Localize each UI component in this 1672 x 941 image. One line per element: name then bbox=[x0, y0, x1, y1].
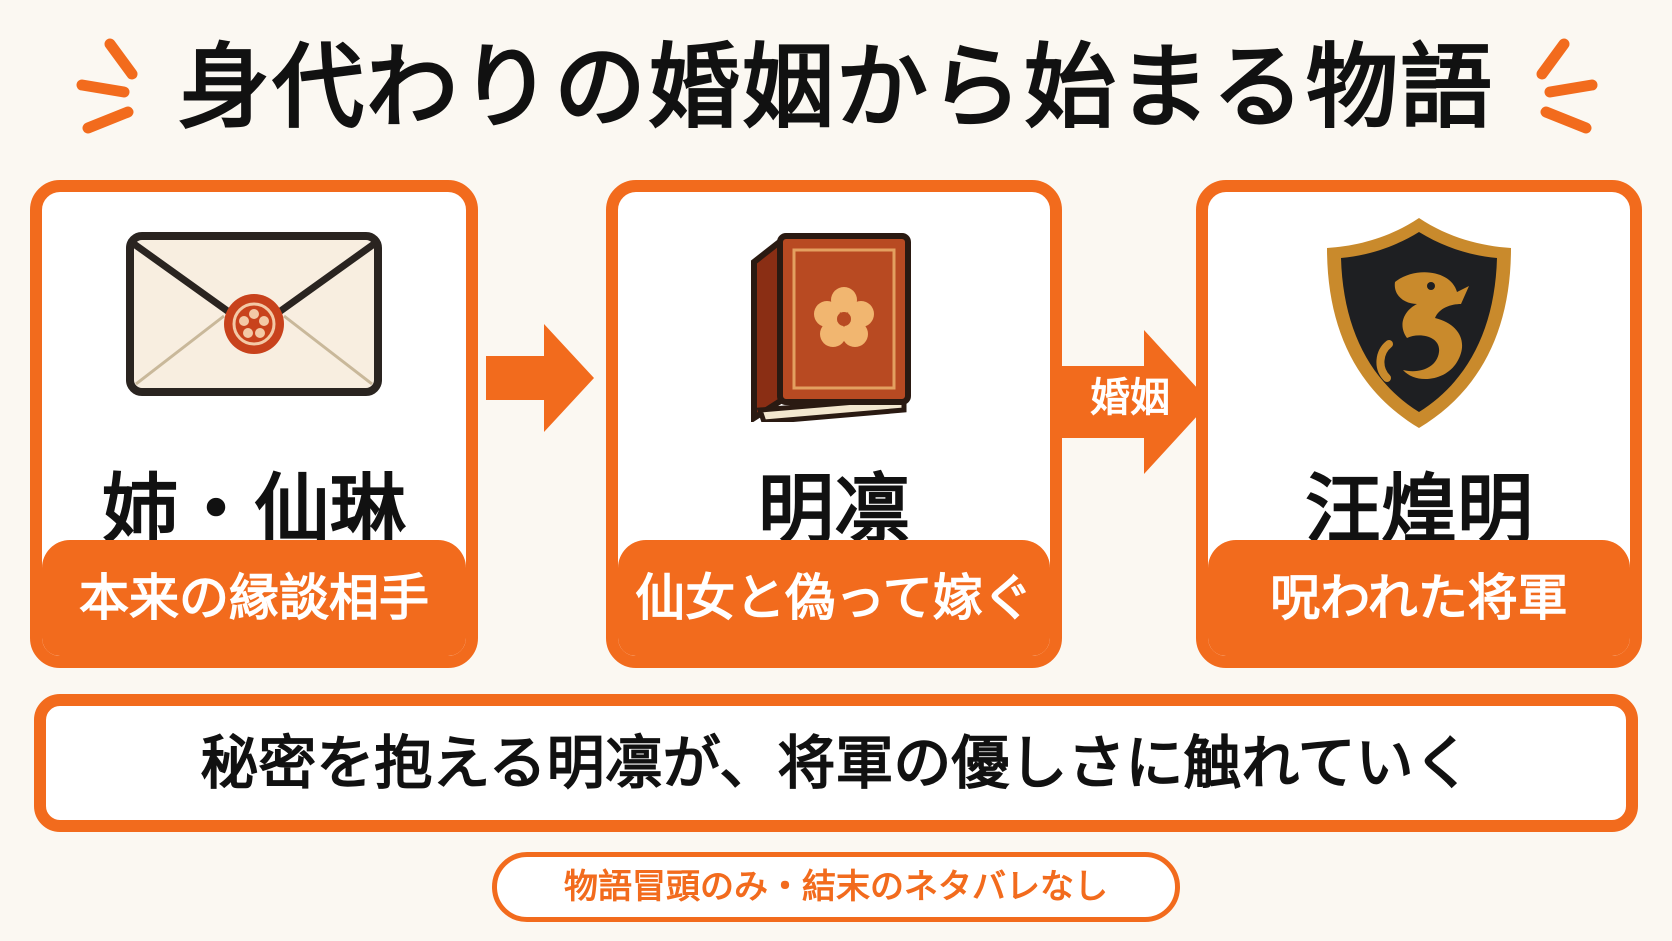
summary-box: 秘密を抱える明凛が、将軍の優しさに触れていく bbox=[34, 694, 1638, 832]
card-sister: 姉・仙琳 本来の縁談相手 bbox=[30, 180, 478, 668]
card-general: 汪煌明 呪われた将軍 bbox=[1196, 180, 1642, 668]
spoiler-note: 物語冒頭のみ・結末のネタバレなし bbox=[492, 852, 1180, 922]
arrow-right-icon bbox=[486, 324, 594, 432]
arrow-label: 婚姻 bbox=[1090, 375, 1170, 421]
sakura-book-icon bbox=[751, 233, 911, 422]
card-meirin: 明凛 仙女と偽って嫁ぐ bbox=[606, 180, 1062, 668]
card-role: 本来の縁談相手 bbox=[42, 540, 466, 656]
right-burst-icon bbox=[1536, 38, 1598, 134]
card-name: 汪煌明 bbox=[1305, 465, 1533, 554]
arrow-right-icon bbox=[1056, 330, 1210, 474]
page-title: 身代わりの婚姻から始まる物語 bbox=[177, 34, 1494, 141]
card-name: 姉・仙琳 bbox=[102, 465, 406, 554]
sealed-envelope-icon bbox=[126, 232, 382, 396]
card-name: 明凛 bbox=[758, 465, 910, 554]
left-burst-icon bbox=[76, 38, 138, 134]
card-role: 仙女と偽って嫁ぐ bbox=[618, 540, 1050, 656]
dragon-shield-icon bbox=[1327, 218, 1511, 428]
card-role: 呪われた将軍 bbox=[1208, 540, 1630, 656]
